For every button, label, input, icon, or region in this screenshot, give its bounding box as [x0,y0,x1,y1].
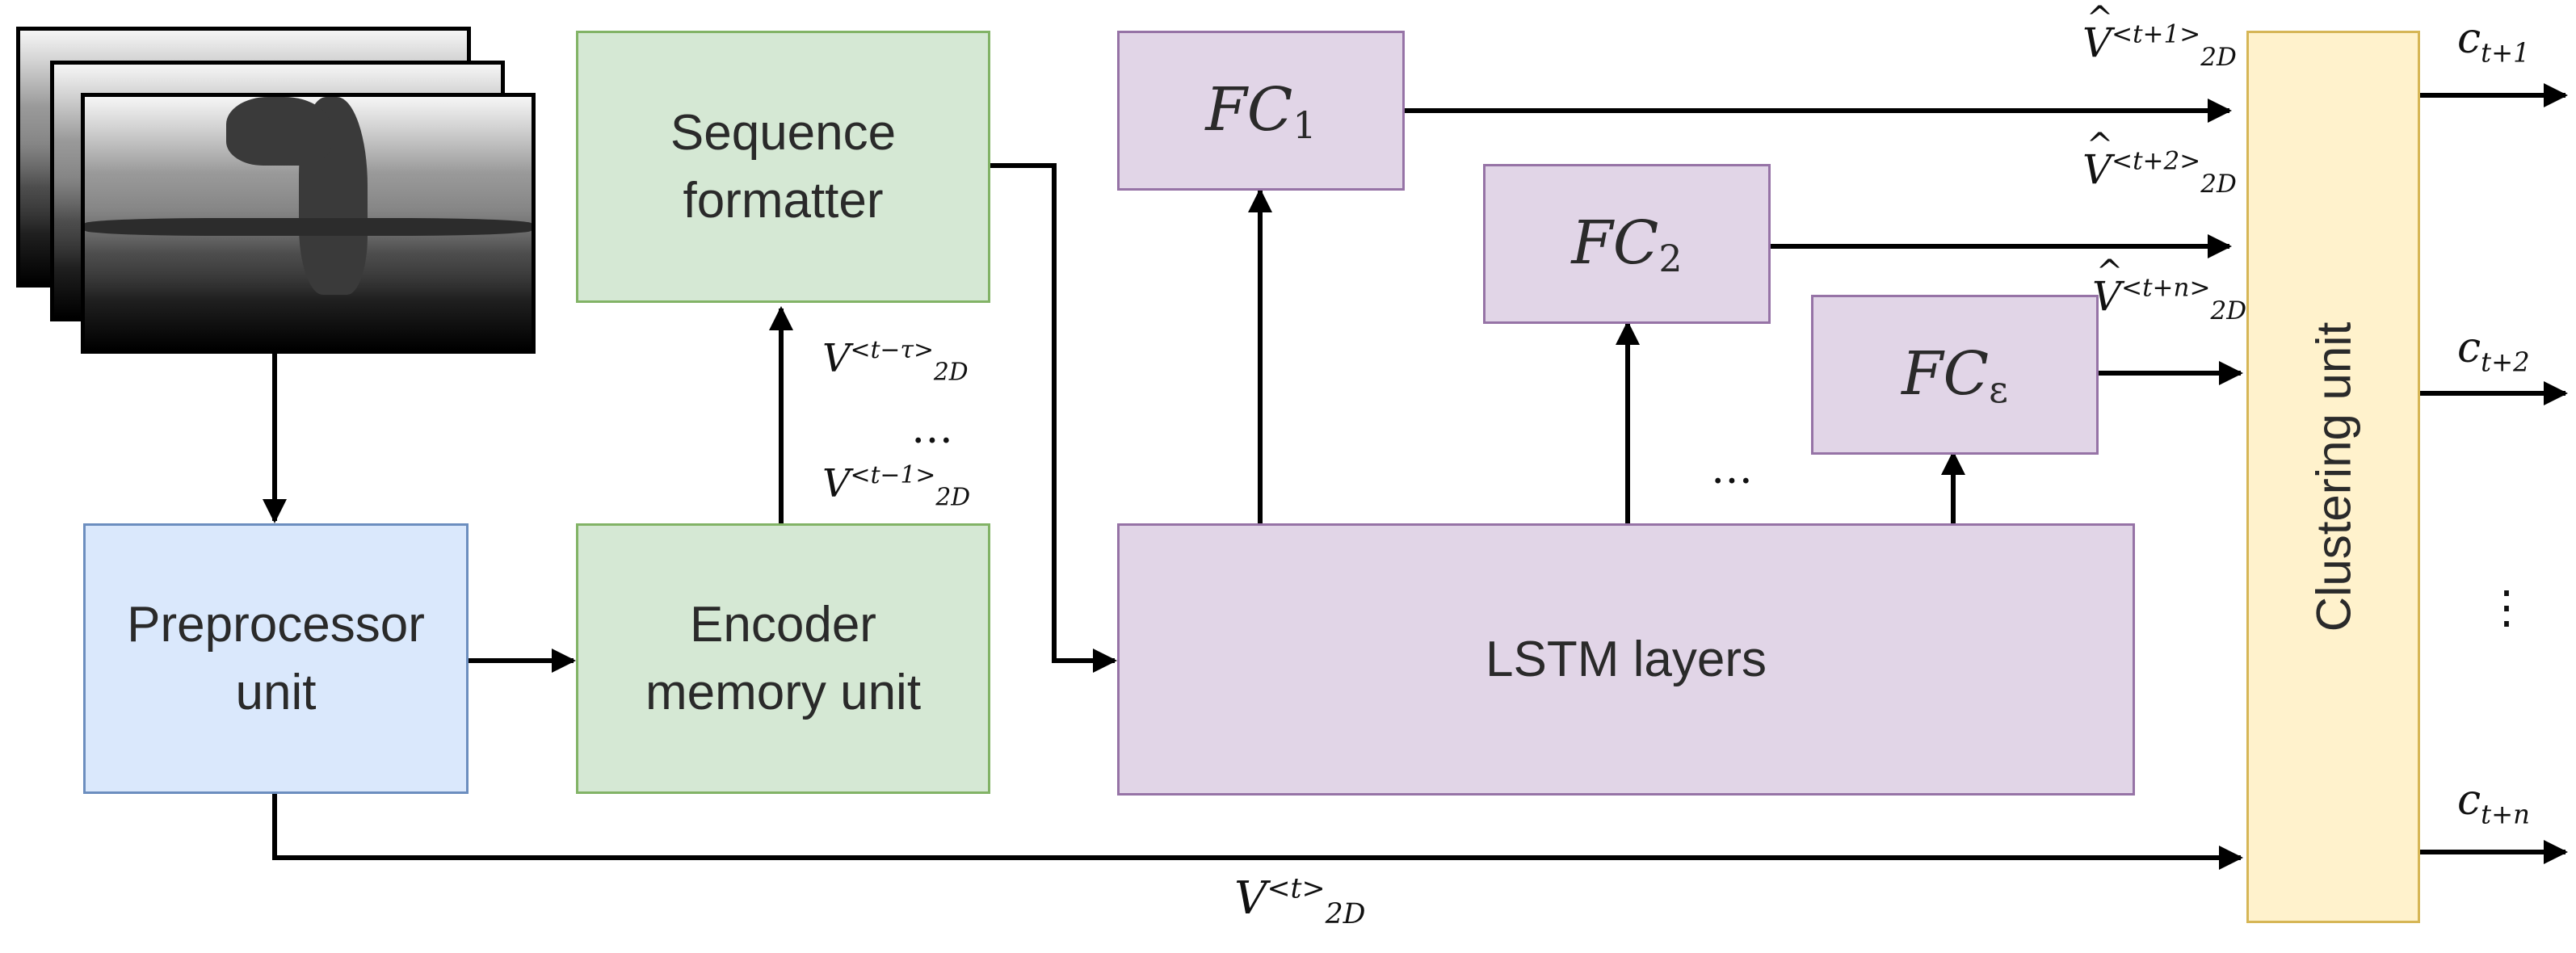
arrow-sequence-formatter-to-lstm [990,163,1117,673]
arrow-preprocessor-to-clustering [272,794,2243,870]
label-vhat-t-plus-n: V<t+n>2D [2092,256,2246,323]
fc2-layer: FC2 [1483,164,1771,324]
fc1-label: FC1 [1205,75,1317,148]
sequence-formatter: Sequence formatter [576,31,990,303]
lstm-layers-label: LSTM layers [1486,631,1767,687]
fc-epsilon-layer: FCε [1811,295,2099,455]
preprocessor-unit: Preprocessor unit [83,523,469,794]
preprocessor-unit-label: Preprocessor unit [127,596,425,720]
label-c-t-plus-1: ct+1 [2457,15,2530,69]
fc2-label: FC2 [1571,208,1683,281]
label-c-t-plus-2: ct+2 [2457,324,2530,378]
lstm-layers: LSTM layers [1117,523,2135,796]
encoder-memory-unit-label: Encoder memory unit [645,596,922,720]
clustering-unit-label: Clustering unit [2306,321,2360,632]
ellipsis-input-sequence: … [911,405,953,453]
label-v-t: V<t>2D [1234,872,1366,931]
label-v-t-minus-tau: V<t−τ>2D [822,336,969,387]
label-vhat-t-plus-2: V<t+2>2D [2082,129,2237,196]
fc1-layer: FC1 [1117,31,1405,191]
input-depth-image-1 [81,93,536,354]
sequence-formatter-label: Sequence formatter [670,104,897,229]
label-c-t-plus-n: ct+n [2457,776,2530,830]
ellipsis-cluster-outputs: ⋮ [2484,581,2529,634]
label-v-t-minus-1: V<t−1>2D [822,461,971,512]
ground-edge [85,218,532,236]
ellipsis-fc-layers: … [1711,445,1753,493]
fc-epsilon-label: FCε [1902,339,2008,412]
clustering-unit: Clustering unit [2246,31,2420,923]
label-vhat-t-plus-1: V<t+1>2D [2082,2,2237,69]
figure-head-shape [226,97,331,166]
encoder-memory-unit: Encoder memory unit [576,523,990,794]
